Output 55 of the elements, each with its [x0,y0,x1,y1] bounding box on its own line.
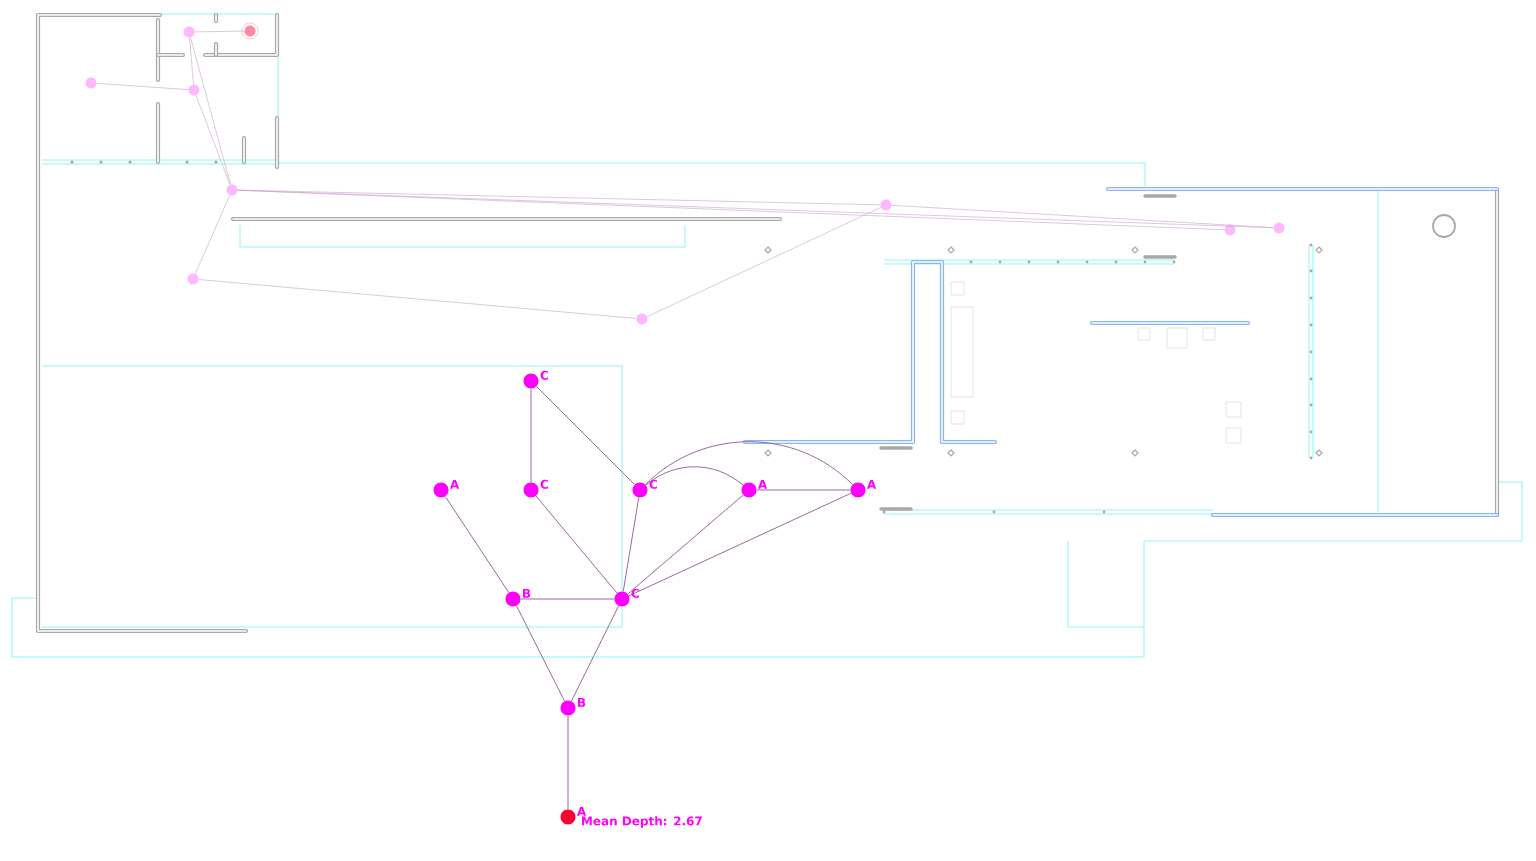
connector-line [194,30,245,33]
node-label: C [540,370,548,380]
connector-line [520,598,615,600]
node-label: C [540,479,548,489]
graph-node: C [523,479,548,498]
plan-node [880,199,892,211]
plan-node [85,77,97,89]
connector-line [535,495,618,594]
graph-node: B [560,698,586,716]
connector-line [756,489,851,491]
connector-line [536,386,635,485]
connector-line [628,492,852,597]
connector-line [891,205,1274,228]
node-label: A [866,480,877,489]
connector-line [570,605,620,702]
connector-line [195,194,230,275]
graph-node: C [614,588,639,607]
plan-node [226,184,238,196]
node-label: C [631,588,639,598]
plan-node [188,84,200,96]
graph-node: A Mean Depth: 2.67 [560,807,702,828]
connector-line [627,494,744,595]
plan-node [244,25,256,37]
node-label: A [449,480,460,489]
graph-node: A [850,480,877,498]
node-label: B [523,589,531,598]
plan-node [1273,222,1285,234]
connector-line [190,37,231,185]
graph-node: B [505,589,531,607]
plan-node [183,26,195,38]
connector-line [195,95,231,185]
connector-line [646,207,882,317]
graph-node: A [433,480,460,498]
connector-line [516,605,565,702]
graph-node: C [523,370,548,389]
plan-node [636,313,648,325]
node-label: C [649,479,657,489]
connector-line [567,715,569,810]
connector-line [189,37,194,85]
connector-line [645,466,744,486]
graph-node: A [741,480,768,498]
node-label: A [576,807,587,816]
plan-node [1224,224,1236,236]
node-label: B [578,698,586,707]
node-label: A [757,480,768,489]
connector-line [198,279,637,319]
connector-line [444,495,510,594]
connector-line [530,388,532,483]
connector-line [645,441,854,485]
graph-node: C [632,479,657,498]
connector-line [622,497,640,592]
connector-line [237,189,881,206]
plan-node [187,273,199,285]
node-label: Mean Depth: 2.67 [582,816,702,828]
connector-line [96,83,189,90]
